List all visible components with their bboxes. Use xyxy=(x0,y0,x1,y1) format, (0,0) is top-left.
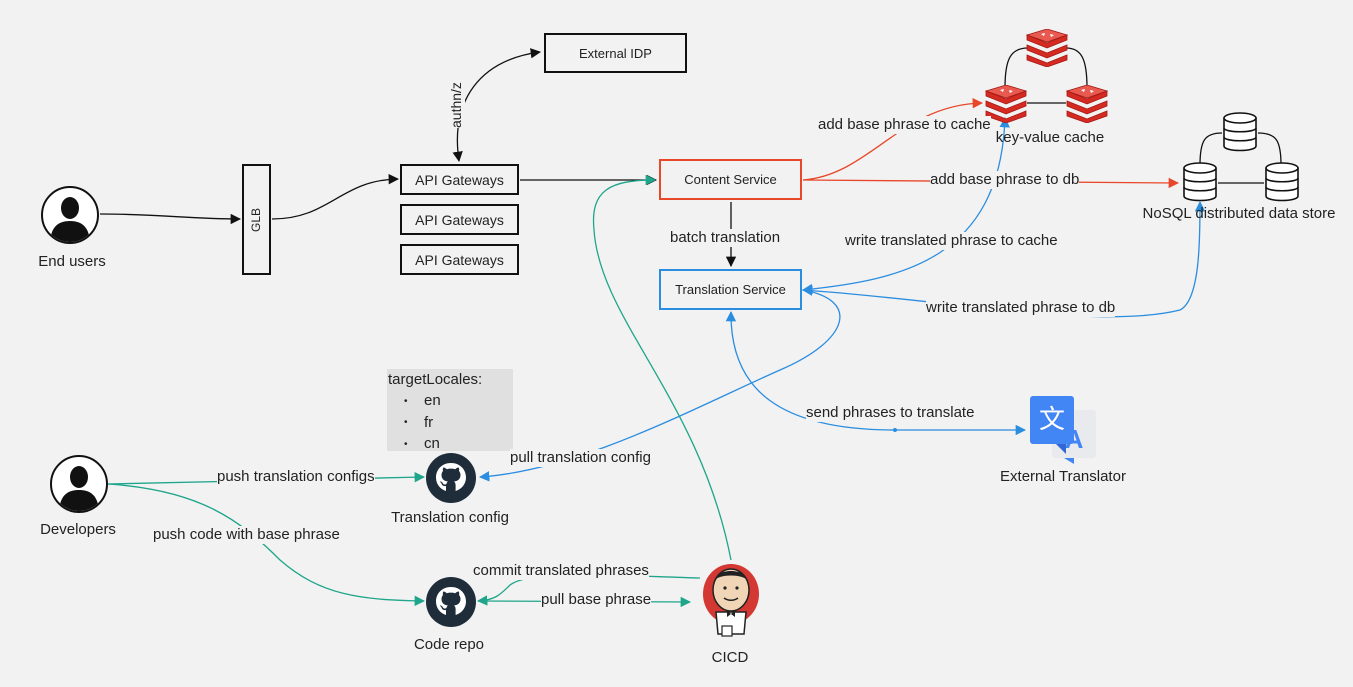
authnz-label: authn/z xyxy=(447,82,465,128)
edge-send-phrases xyxy=(725,310,1027,436)
developers-label: Developers xyxy=(40,521,116,538)
api-gateway-box-2[interactable]: API Gateways xyxy=(400,204,519,235)
target-locales-note: targetLocales: •en •fr •cn xyxy=(387,369,513,452)
api-gateway-label: API Gateways xyxy=(415,171,504,188)
edge-authnz xyxy=(452,48,542,163)
github-config-icon[interactable] xyxy=(425,452,477,504)
cache-connector xyxy=(1004,47,1088,104)
end-users-label: End users xyxy=(38,253,106,270)
locale-item: •cn xyxy=(404,435,440,453)
batch-translation-label: batch translation xyxy=(670,229,781,247)
edge-push-code xyxy=(107,483,426,607)
locale-item: •fr xyxy=(404,413,434,431)
edge-endusers-glb xyxy=(99,213,242,225)
content-service-box[interactable]: Content Service xyxy=(659,159,802,200)
api-gateway-label: API Gateways xyxy=(415,211,504,228)
kv-cache-label: key-value cache xyxy=(995,129,1105,146)
api-gateway-label: API Gateways xyxy=(415,251,504,268)
add-base-cache-label: add base phrase to cache xyxy=(818,116,991,134)
write-translated-cache-label: write translated phrase to cache xyxy=(845,232,1058,250)
glb-label: GLB xyxy=(249,207,264,232)
external-idp-box[interactable]: External IDP xyxy=(544,33,687,73)
content-service-label: Content Service xyxy=(684,172,777,187)
nosql-label: NoSQL distributed data store xyxy=(1142,205,1336,222)
redis-icon-top[interactable] xyxy=(1026,29,1068,67)
translation-service-box[interactable]: Translation Service xyxy=(659,269,802,310)
pull-translation-config-label: pull translation config xyxy=(510,449,651,467)
developers-icon[interactable] xyxy=(49,454,109,514)
db-connector xyxy=(1199,132,1282,184)
svg-text:文: 文 xyxy=(1039,405,1065,435)
redis-icon-left[interactable] xyxy=(985,85,1027,123)
external-idp-label: External IDP xyxy=(579,45,652,61)
cicd-label: CICD xyxy=(711,649,749,666)
edge-write-cache xyxy=(801,116,1010,295)
end-users-icon[interactable] xyxy=(40,185,100,245)
database-icon-right[interactable] xyxy=(1264,162,1300,202)
send-phrases-label: send phrases to translate xyxy=(806,404,975,422)
edge-add-base-cache xyxy=(802,98,984,181)
database-icon-top[interactable] xyxy=(1222,112,1258,152)
code-repo-label: Code repo xyxy=(413,636,485,653)
api-gateway-box-1[interactable]: API Gateways xyxy=(400,164,519,195)
external-translator-label: External Translator xyxy=(1000,468,1126,485)
locale-item: •en xyxy=(404,392,441,409)
database-icon-left[interactable] xyxy=(1182,162,1218,202)
edge-cicd-content xyxy=(592,174,732,561)
github-code-repo-icon[interactable] xyxy=(425,576,477,628)
glb-box[interactable]: GLB xyxy=(242,164,271,275)
push-code-label: push code with base phrase xyxy=(153,526,340,544)
pull-base-label: pull base phrase xyxy=(541,591,652,609)
edge-glb-gateway xyxy=(271,173,400,220)
edge-dot xyxy=(893,428,897,432)
translation-config-label: Translation config xyxy=(391,509,509,526)
push-translation-configs-label: push translation configs xyxy=(217,468,375,486)
api-gateway-box-3[interactable]: API Gateways xyxy=(400,244,519,275)
write-translated-db-label: write translated phrase to db xyxy=(926,299,1116,317)
commit-translated-label: commit translated phrases xyxy=(473,562,649,580)
redis-icon-right[interactable] xyxy=(1066,85,1108,123)
translation-service-label: Translation Service xyxy=(675,282,786,297)
target-locales-title: targetLocales: xyxy=(388,371,483,388)
add-base-db-label: add base phrase to db xyxy=(930,171,1080,189)
edge-write-db xyxy=(801,200,1206,318)
jenkins-icon[interactable] xyxy=(700,560,762,640)
google-translate-icon[interactable]: A 文 xyxy=(1030,396,1098,464)
